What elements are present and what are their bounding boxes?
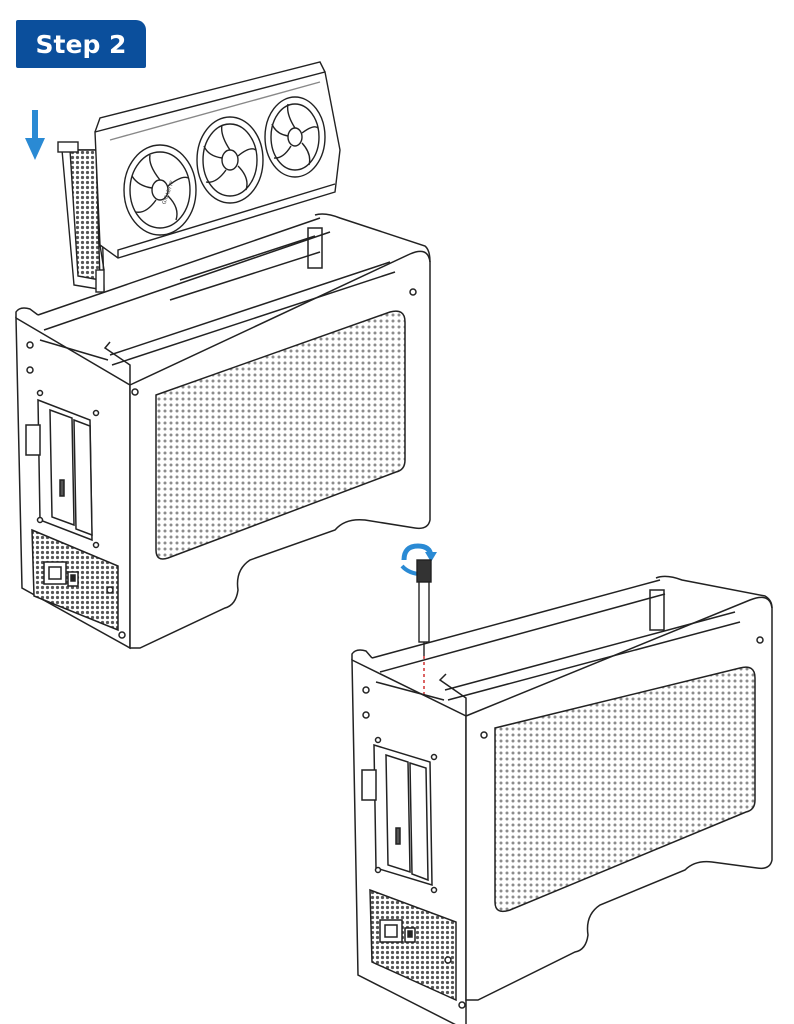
screwdriver-icon [416, 559, 432, 705]
arrow-down-icon [25, 110, 45, 160]
enclosure-top [15, 213, 431, 650]
fan [196, 116, 264, 204]
step-label: Step 2 [35, 29, 127, 59]
enclosure-bottom [351, 575, 773, 1024]
fan [123, 144, 197, 236]
fan [264, 96, 326, 178]
step-badge: Step 2 [16, 20, 146, 68]
graphics-card [57, 61, 341, 293]
